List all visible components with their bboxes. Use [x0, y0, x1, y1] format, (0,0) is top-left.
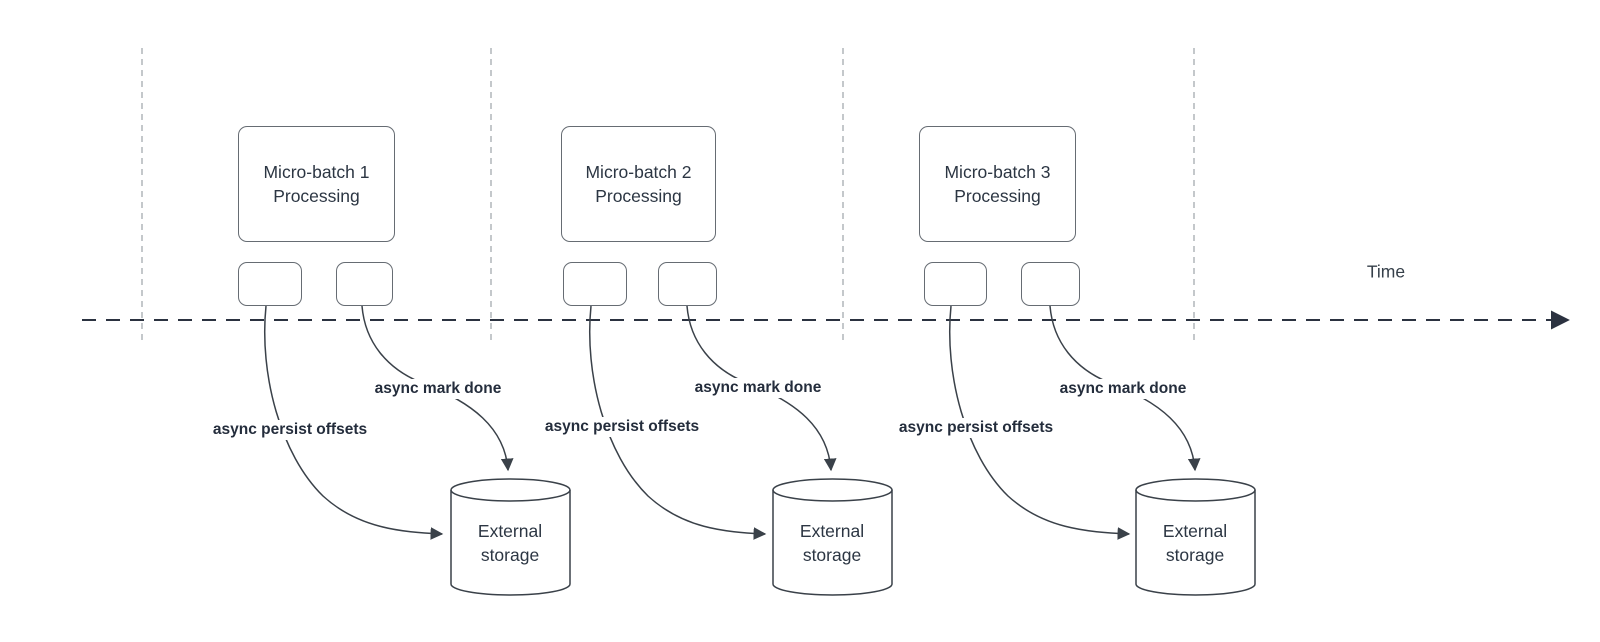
mark-done-label-2: async mark done	[691, 378, 825, 398]
persist-offsets-arrow-1	[263, 305, 444, 540]
database-cylinder-icon-3	[1135, 478, 1256, 596]
external-storage-label-3: External storage	[1162, 521, 1228, 565]
persist-offsets-task-box-2	[563, 262, 627, 306]
persist-offsets-label-1: async persist offsets	[209, 420, 371, 440]
mark-done-label-3: async mark done	[1056, 379, 1190, 399]
micro-batch-1-box: Micro-batch 1 Processing	[238, 126, 395, 242]
persist-offsets-label-2: async persist offsets	[541, 417, 703, 437]
persist-offsets-task-box-1	[238, 262, 302, 306]
database-cylinder-icon-2	[772, 478, 893, 596]
time-axis-label: Time	[1366, 261, 1406, 282]
mark-done-task-box-2	[658, 262, 717, 306]
micro-batch-3-box: Micro-batch 3 Processing	[919, 126, 1076, 242]
mark-done-task-box-1	[336, 262, 393, 306]
micro-batch-1-label: Micro-batch 1 Processing	[263, 162, 370, 206]
micro-batch-3-label: Micro-batch 3 Processing	[944, 162, 1051, 206]
external-storage-label-1: External storage	[477, 521, 543, 565]
persist-offsets-arrow-3	[948, 305, 1131, 540]
persist-offsets-label-3: async persist offsets	[895, 418, 1057, 438]
external-storage-label-2: External storage	[799, 521, 865, 565]
database-cylinder-icon-1	[450, 478, 571, 596]
persist-offsets-arrow-2	[588, 305, 767, 540]
persist-offsets-task-box-3	[924, 262, 987, 306]
micro-batch-2-label: Micro-batch 2 Processing	[585, 162, 692, 206]
mark-done-task-box-3	[1021, 262, 1080, 306]
micro-batch-2-box: Micro-batch 2 Processing	[561, 126, 716, 242]
mark-done-label-1: async mark done	[371, 379, 505, 399]
